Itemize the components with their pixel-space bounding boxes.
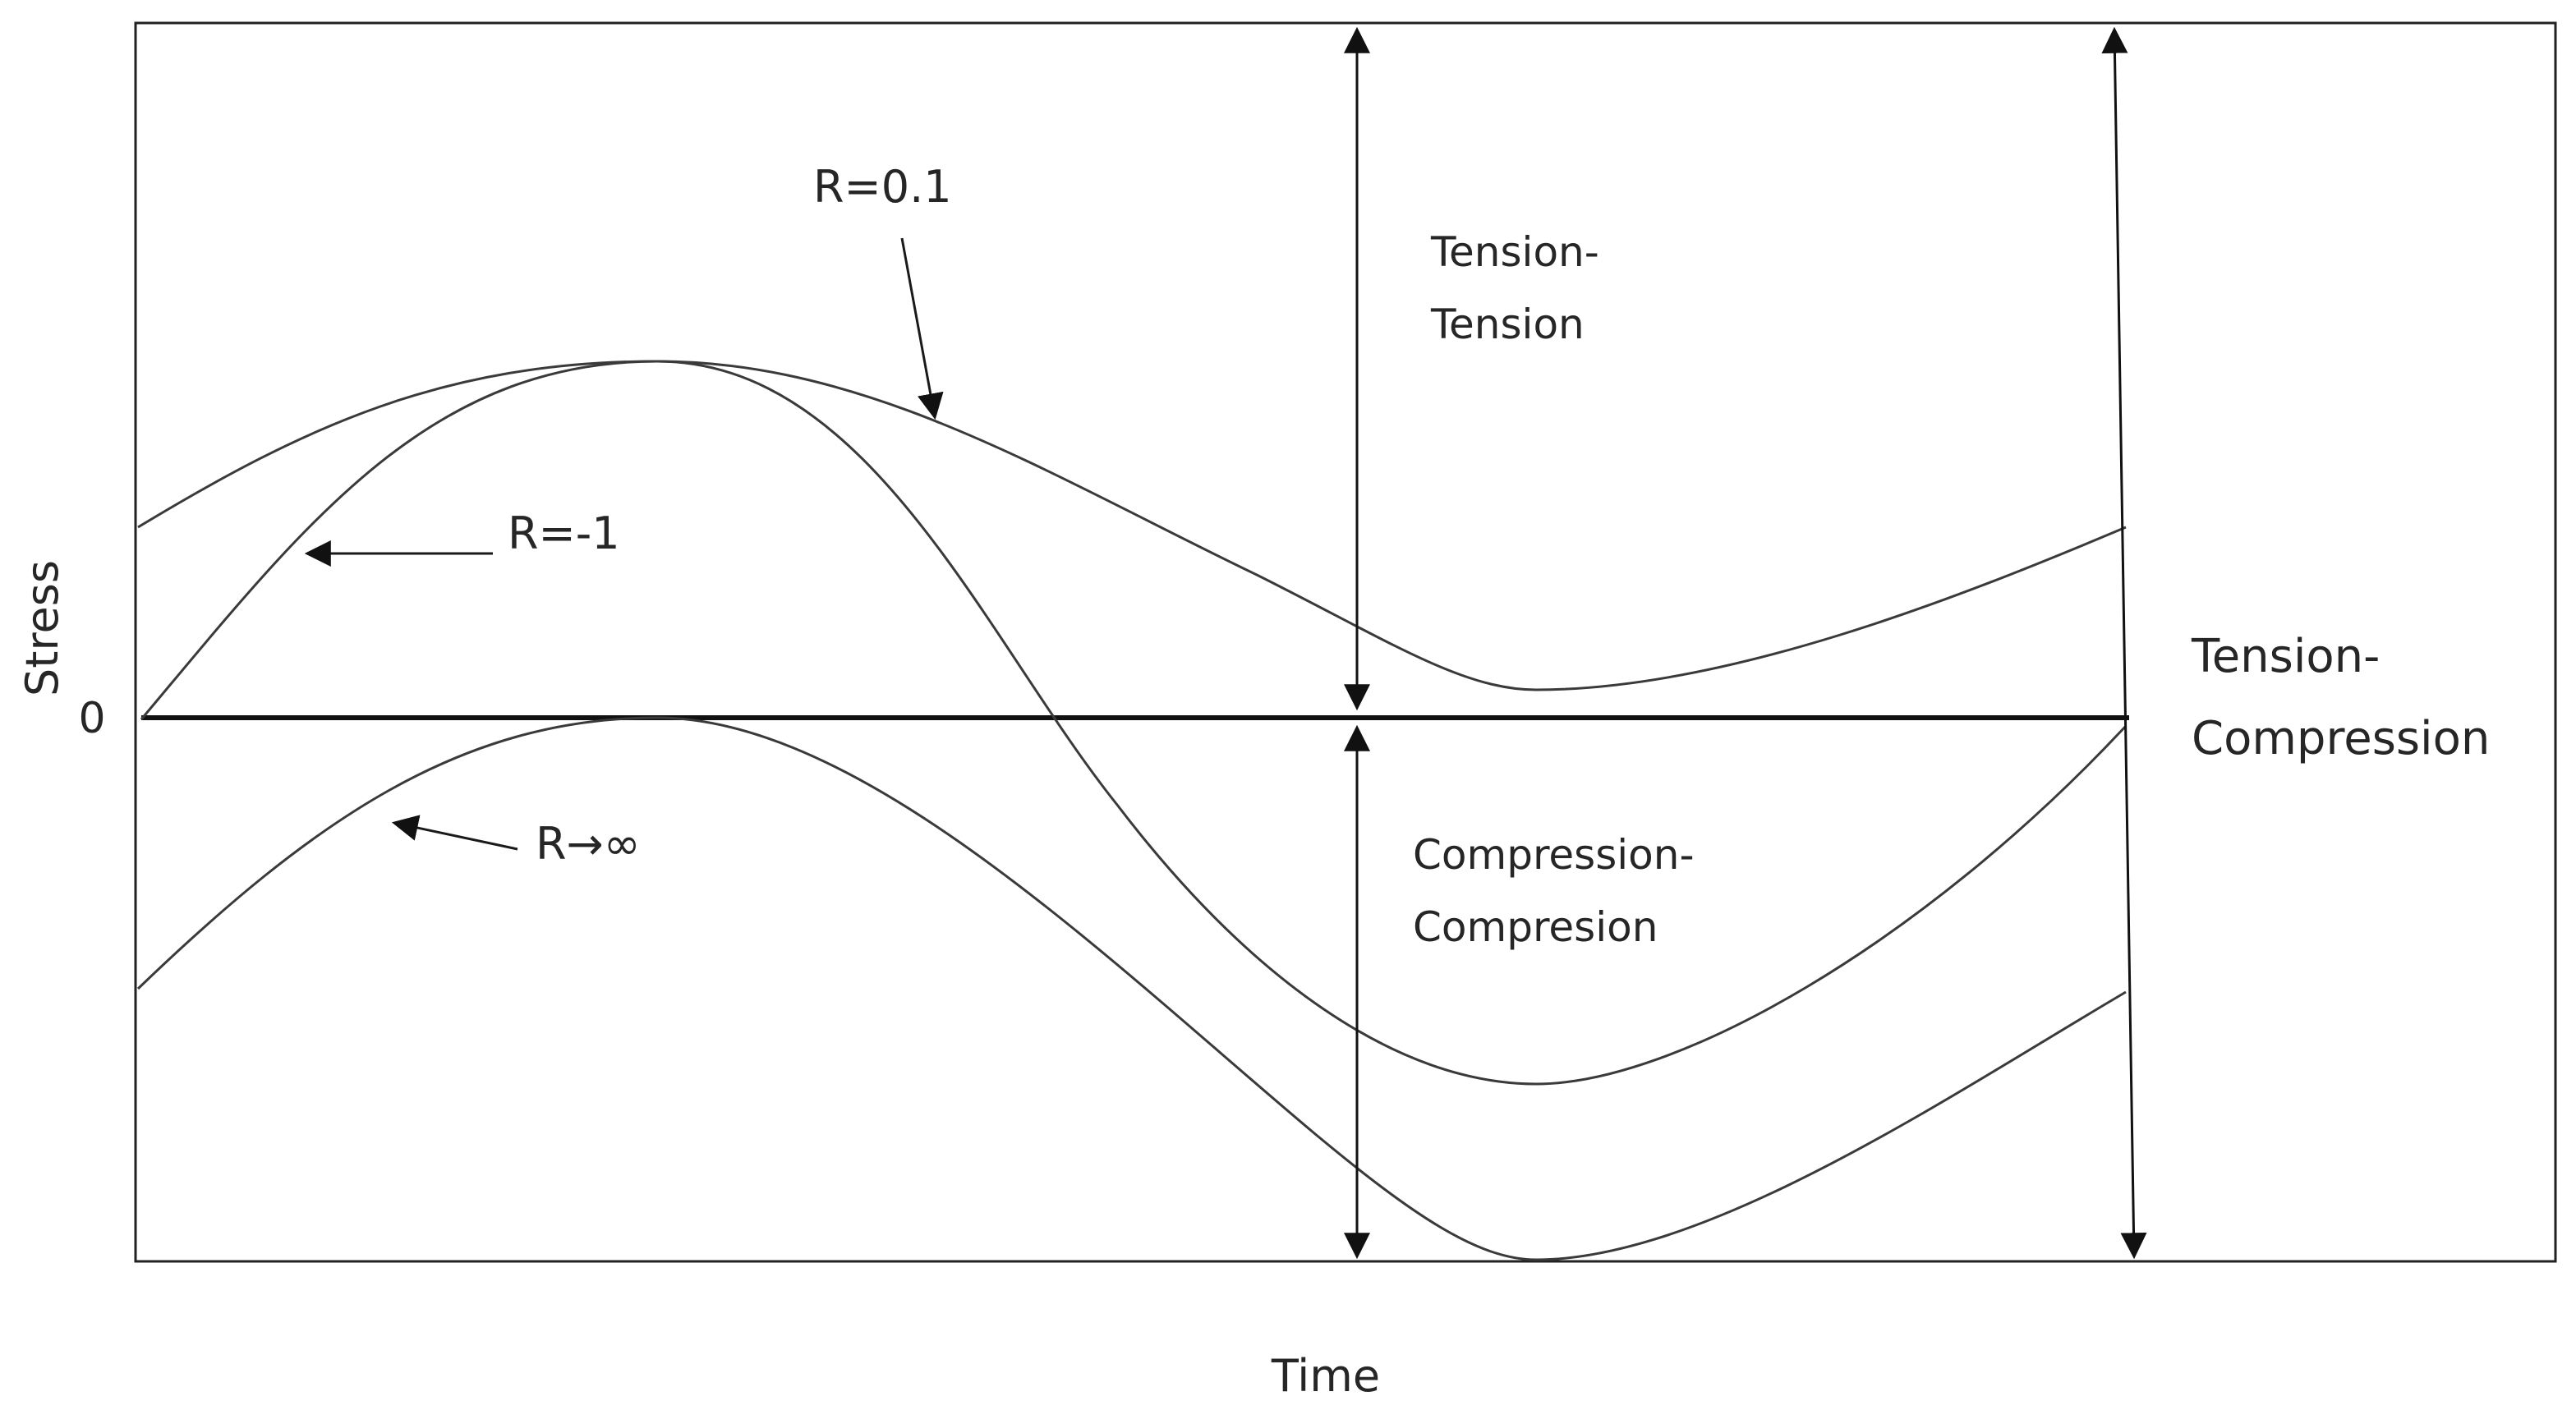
x-axis-label: Time: [1271, 1350, 1380, 1402]
tension-compression-label-line2: Compression: [2192, 712, 2490, 765]
compression-compression-label-line1: Compression-: [1413, 831, 1694, 879]
zero-label: 0: [78, 694, 105, 743]
tension-compression-range-arrow: [2101, 26, 2147, 1260]
tension-compression-label-line1: Tension-: [2191, 630, 2380, 683]
tension-tension-label-line2: Tension: [1430, 301, 1585, 348]
curve-r-0-1: [137, 360, 2127, 691]
y-axis-label: Stress: [16, 560, 68, 696]
tension-tension-label-line1: Tension-: [1430, 228, 1599, 276]
curve-r-infinity: [136, 716, 2127, 1261]
compression-compression-label-line2: Compresion: [1413, 903, 1658, 951]
curve-r-neg-1: [140, 360, 2128, 1086]
r-0-1-pointer-arrow: [900, 237, 944, 420]
r-infinity-pointer-arrow: [391, 815, 518, 851]
r-0-1-label: R=0.1: [813, 161, 952, 213]
plot-frame: [134, 21, 2557, 1263]
r-infinity-label: R→∞: [536, 818, 641, 870]
r-neg-1-label: R=-1: [508, 508, 620, 559]
